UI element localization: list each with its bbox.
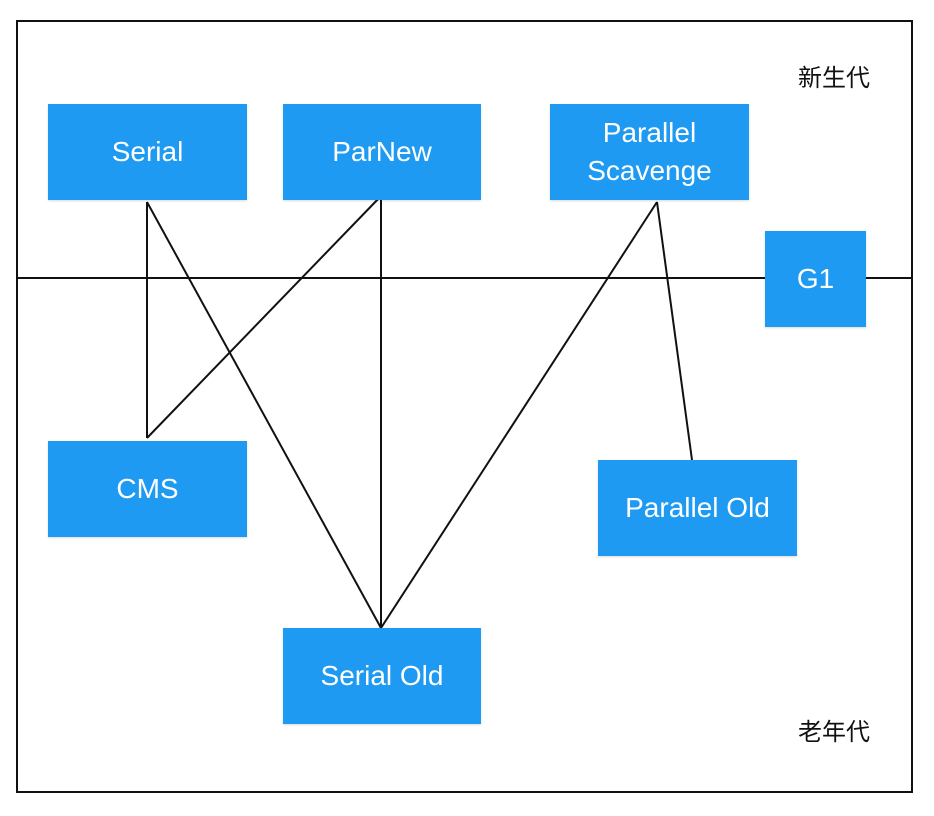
g1-box: G1 <box>765 231 866 327</box>
edge-parallel-scavenge-serial-old <box>380 201 658 629</box>
young-generation-label: 新生代 <box>798 64 870 92</box>
parnew-box: ParNew <box>283 104 481 200</box>
edge-parnew-cms <box>146 195 382 439</box>
diagram-frame <box>16 20 913 793</box>
edge-serial-serial-old <box>146 201 382 629</box>
old-generation-label: 老年代 <box>798 718 870 746</box>
serial-old-box: Serial Old <box>283 628 481 724</box>
parallel-old-box: Parallel Old <box>598 460 797 556</box>
parallel-scavenge-line2: Scavenge <box>587 155 712 186</box>
parallel-scavenge-box: Parallel Scavenge <box>550 104 749 200</box>
serial-box: Serial <box>48 104 247 200</box>
edge-parallel-scavenge-parallel-old <box>656 201 693 461</box>
parallel-scavenge-line1: Parallel <box>602 117 697 148</box>
cms-box: CMS <box>48 441 247 537</box>
